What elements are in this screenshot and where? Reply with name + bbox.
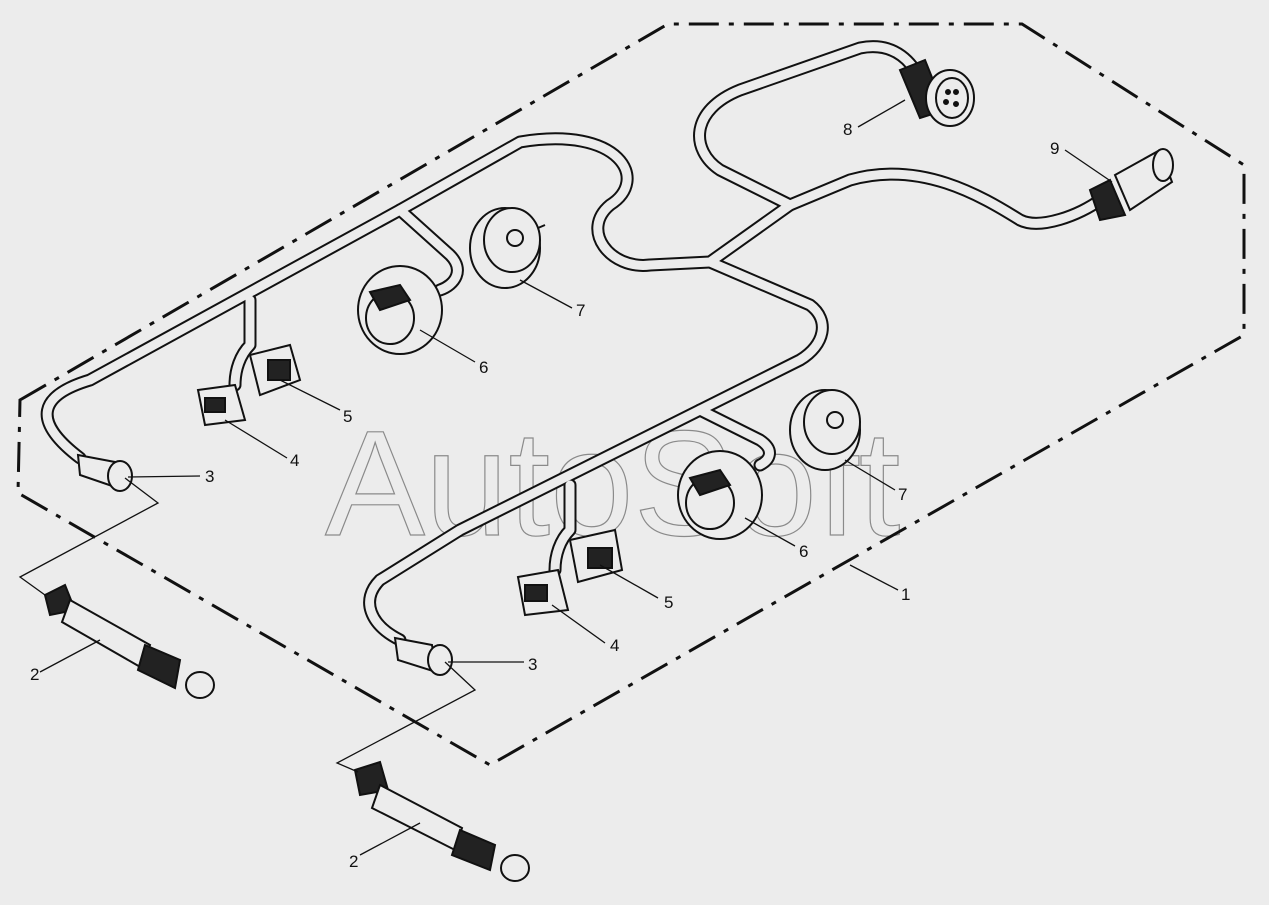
callout-2a: 2 bbox=[30, 665, 39, 684]
callout-2b: 2 bbox=[349, 852, 358, 871]
callout-6b: 6 bbox=[799, 542, 808, 561]
connector-block-4b bbox=[516, 568, 570, 617]
callout-4b: 4 bbox=[610, 636, 619, 655]
reference-lines bbox=[18, 477, 477, 773]
leader-lines bbox=[39, 99, 1113, 856]
plug-connector-9 bbox=[1088, 148, 1174, 222]
round-connector-8 bbox=[898, 58, 975, 127]
mounting-cup-7b bbox=[789, 389, 861, 471]
callout-labels: 1 2 2 3 3 4 4 5 5 6 6 7 7 8 9 bbox=[30, 120, 1059, 871]
callout-6a: 6 bbox=[479, 358, 488, 377]
connector-block-4a bbox=[196, 383, 247, 427]
assembly-outline bbox=[16, 22, 1246, 767]
callout-9: 9 bbox=[1050, 139, 1059, 158]
callout-8: 8 bbox=[843, 120, 852, 139]
connector-block-5b bbox=[568, 528, 624, 584]
connector-block-5a bbox=[248, 343, 302, 397]
lead-2b bbox=[353, 760, 530, 882]
inline-connector-3b bbox=[393, 636, 453, 676]
callout-5b: 5 bbox=[664, 593, 673, 612]
callout-3a: 3 bbox=[205, 467, 214, 486]
callout-5a: 5 bbox=[343, 407, 352, 426]
lead-2a bbox=[43, 583, 215, 699]
harness-cables bbox=[40, 40, 1107, 647]
callout-4a: 4 bbox=[290, 451, 299, 470]
socket-housing-6b bbox=[677, 450, 763, 540]
callout-1: 1 bbox=[901, 585, 910, 604]
callout-7a: 7 bbox=[576, 301, 585, 320]
callout-7b: 7 bbox=[898, 485, 907, 504]
inline-connector-3a bbox=[76, 453, 133, 492]
mounting-cup-7a bbox=[469, 207, 546, 289]
socket-housing-6a bbox=[357, 265, 443, 355]
callout-3b: 3 bbox=[528, 655, 537, 674]
